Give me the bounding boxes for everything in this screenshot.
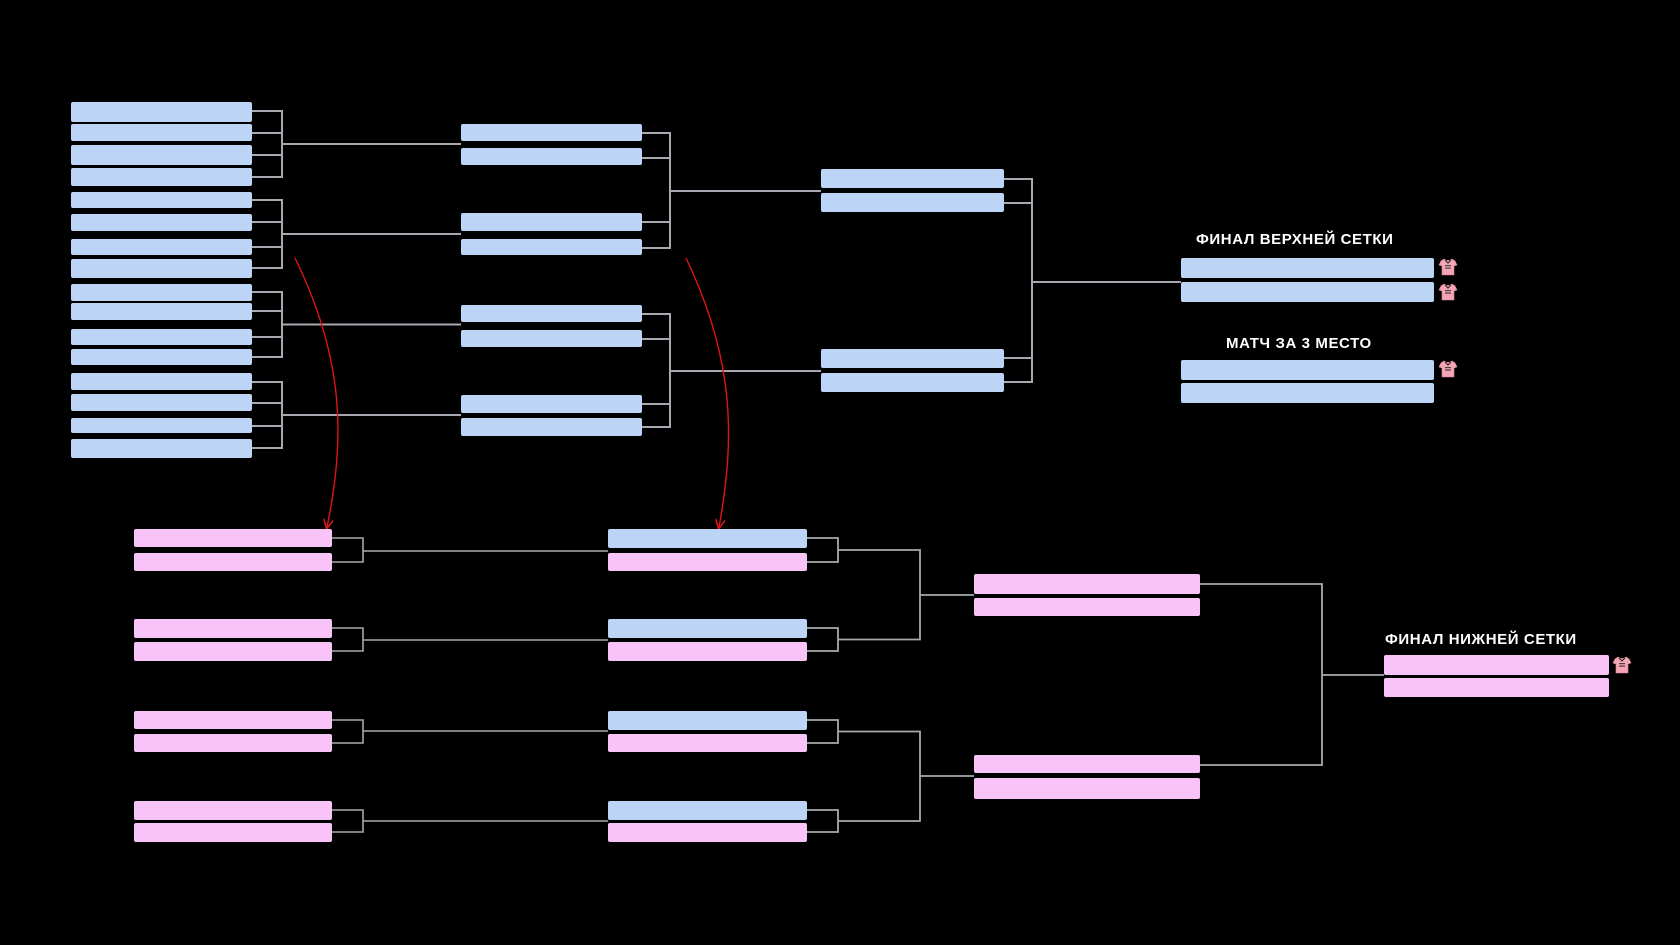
lower-r2-slot xyxy=(608,711,807,730)
jersey-icon xyxy=(1438,258,1458,276)
lower-r3-slot xyxy=(974,778,1200,799)
upper-r1-slot xyxy=(71,214,252,231)
upper-r2-slot xyxy=(461,239,642,255)
lower-r2-slot xyxy=(608,619,807,638)
upper-r2-slot xyxy=(461,213,642,231)
jersey-icon xyxy=(1438,360,1458,378)
upper-final-title: ФИНАЛ ВЕРХНЕЙ СЕТКИ xyxy=(1196,231,1394,248)
upper-r1-slot xyxy=(71,418,252,433)
upper-r2-slot xyxy=(461,148,642,165)
upper-r1-connector xyxy=(252,110,461,178)
upper-r2-slot xyxy=(461,418,642,436)
upper-r3-connector xyxy=(1004,178,1181,383)
lower-r3-connector xyxy=(1200,583,1384,766)
upper-r2-slot xyxy=(461,330,642,347)
lower-r3-slot xyxy=(974,574,1200,594)
upper-r3-slot xyxy=(821,193,1004,212)
lower-r2-connector xyxy=(807,719,974,833)
lower-r2-slot xyxy=(608,642,807,661)
upper-r3-slot xyxy=(821,373,1004,392)
jersey-icon xyxy=(1612,656,1632,674)
upper-r1-slot xyxy=(71,168,252,186)
lower-r2-slot xyxy=(608,734,807,752)
lower-r1-connector xyxy=(332,627,608,652)
upper-r2-slot xyxy=(461,124,642,141)
lower-r1-connector xyxy=(332,809,608,833)
upper-r1-slot xyxy=(71,239,252,255)
third-place-title: МАТЧ ЗА 3 МЕСТО xyxy=(1226,335,1372,352)
upper-r1-connector xyxy=(252,199,461,269)
upper-r1-slot xyxy=(71,394,252,411)
third-place-slot xyxy=(1181,360,1434,380)
lower-r2-connector xyxy=(807,537,974,652)
upper-r1-slot xyxy=(71,439,252,458)
upper-r1-slot xyxy=(71,145,252,165)
jersey-icon xyxy=(1438,283,1458,301)
upper-r1-slot xyxy=(71,102,252,122)
upper-r1-slot xyxy=(71,303,252,320)
drop-arrow xyxy=(294,257,339,527)
lower-final-slot xyxy=(1384,678,1609,697)
lower-r1-connector xyxy=(332,719,608,744)
upper-r1-slot xyxy=(71,329,252,345)
lower-r1-slot xyxy=(134,734,332,752)
lower-r1-slot xyxy=(134,529,332,547)
lower-r2-slot xyxy=(608,529,807,548)
upper-final-slot xyxy=(1181,282,1434,302)
lower-r3-slot xyxy=(974,598,1200,616)
upper-final-slot xyxy=(1181,258,1434,278)
lower-r1-slot xyxy=(134,823,332,842)
upper-r2-slot xyxy=(461,305,642,322)
upper-r1-slot xyxy=(71,373,252,390)
lower-r2-slot xyxy=(608,823,807,842)
upper-r1-slot xyxy=(71,259,252,278)
lower-r3-slot xyxy=(974,755,1200,773)
upper-r1-slot xyxy=(71,284,252,301)
third-place-slot xyxy=(1181,383,1434,403)
upper-r3-slot xyxy=(821,169,1004,188)
upper-r1-slot xyxy=(71,349,252,365)
lower-r1-slot xyxy=(134,801,332,820)
lower-final-title: ФИНАЛ НИЖНЕЙ СЕТКИ xyxy=(1385,631,1577,648)
upper-r1-slot xyxy=(71,124,252,141)
lower-r2-slot xyxy=(608,553,807,571)
lower-final-slot xyxy=(1384,655,1609,675)
lower-r1-slot xyxy=(134,553,332,571)
upper-r2-slot xyxy=(461,395,642,413)
lower-r1-slot xyxy=(134,619,332,638)
upper-r1-connector xyxy=(252,381,461,449)
upper-r2-connector xyxy=(642,313,821,428)
lower-r1-slot xyxy=(134,711,332,729)
lower-r1-slot xyxy=(134,642,332,661)
lower-r2-slot xyxy=(608,801,807,820)
upper-r1-connector xyxy=(252,291,461,358)
upper-r3-slot xyxy=(821,349,1004,368)
upper-r1-slot xyxy=(71,192,252,208)
drop-arrow xyxy=(685,257,730,527)
lower-r1-connector xyxy=(332,537,608,563)
upper-r2-connector xyxy=(642,132,821,249)
